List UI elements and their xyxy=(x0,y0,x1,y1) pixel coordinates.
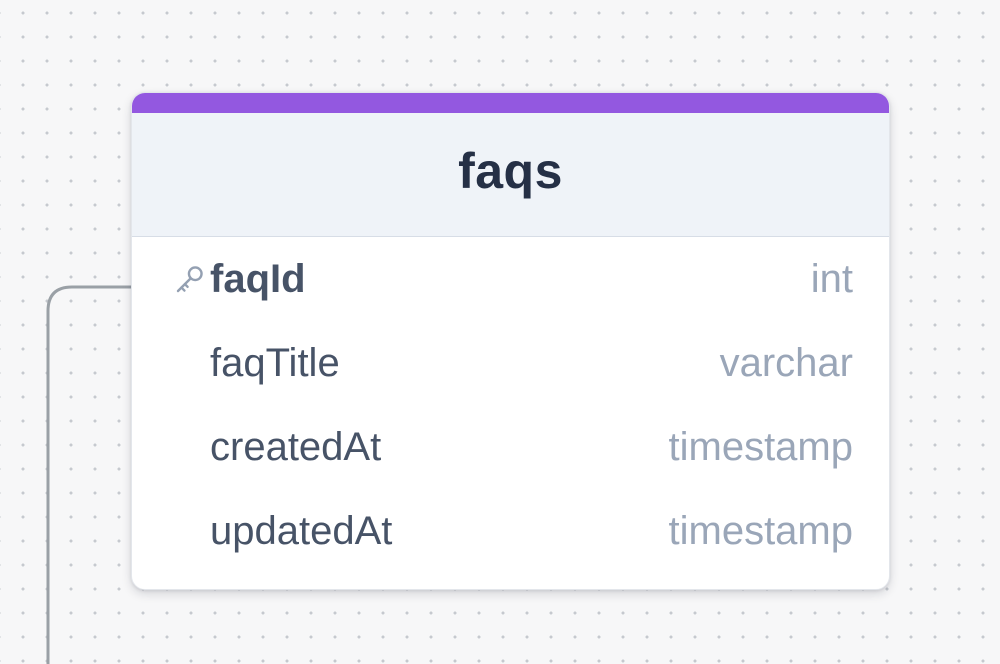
column-row-faqtitle[interactable]: faqTitle varchar xyxy=(132,321,889,405)
column-type: timestamp xyxy=(668,424,854,469)
column-type: varchar xyxy=(719,340,853,385)
column-name: faqTitle xyxy=(210,340,340,385)
relationship-edge[interactable] xyxy=(46,285,133,664)
column-name: updatedAt xyxy=(210,508,393,553)
table-accent-bar xyxy=(132,93,889,113)
column-type: timestamp xyxy=(668,508,854,553)
column-type: int xyxy=(810,256,853,301)
key-icon xyxy=(172,261,208,297)
table-header[interactable]: faqs xyxy=(132,113,889,237)
column-row-updatedat[interactable]: updatedAt timestamp xyxy=(132,489,889,573)
column-row-createdat[interactable]: createdAt timestamp xyxy=(132,405,889,489)
table-node-faqs[interactable]: faqs faqId int faqTitle varchar xyxy=(131,92,890,590)
column-list: faqId int faqTitle varchar createdAt tim… xyxy=(132,237,889,573)
column-name: faqId xyxy=(210,256,306,301)
column-name: createdAt xyxy=(210,424,382,469)
column-row-faqid[interactable]: faqId int xyxy=(132,237,889,321)
table-title: faqs xyxy=(458,142,563,199)
